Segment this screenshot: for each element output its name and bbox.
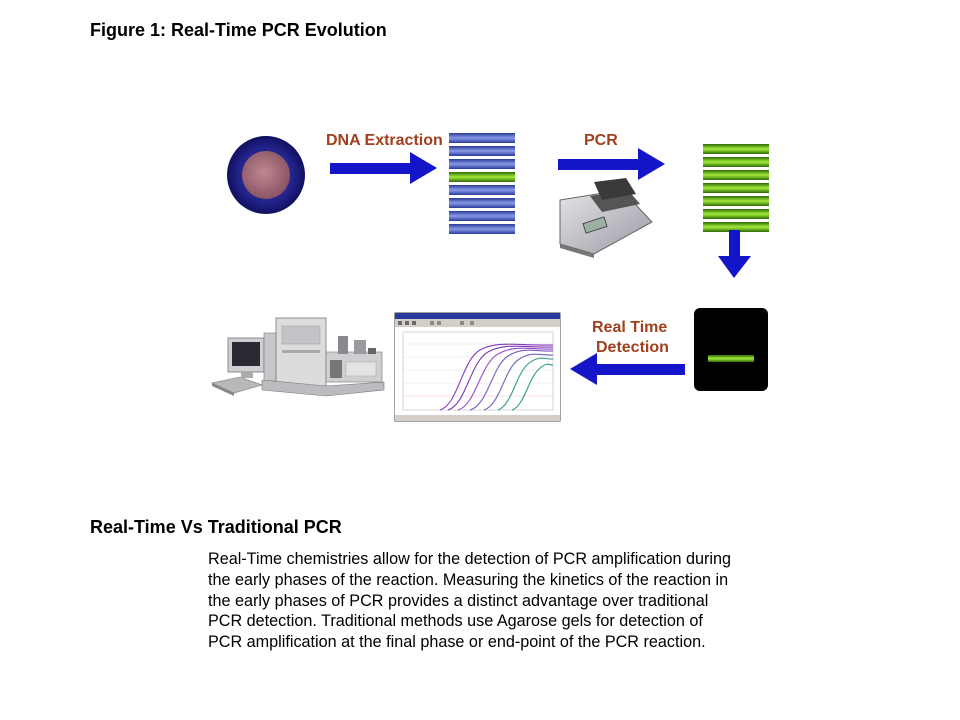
realtime-pcr-instrument-icon (211, 317, 385, 397)
cell-icon (227, 136, 305, 214)
arrow-left-icon (570, 353, 685, 385)
step-label-extraction: DNA Extraction (326, 132, 443, 149)
arrow-right-icon (330, 152, 437, 184)
body-line: the early phases of PCR provides a disti… (208, 591, 709, 610)
section-title: Real-Time Vs Traditional PCR (90, 517, 342, 537)
arrow-down-icon (718, 230, 751, 278)
amplified-dna-bands (703, 144, 769, 232)
section-body: Real-Time chemistries allow for the dete… (208, 549, 828, 653)
amplification-plot-screenshot (394, 312, 561, 422)
thermal-cycler-icon (559, 178, 653, 258)
step-label-detection-1: Real Time (592, 319, 667, 336)
figure-title: Figure 1: Real-Time PCR Evolution (90, 20, 387, 40)
detection-gel-icon (694, 308, 768, 391)
body-line: PCR detection. Traditional methods use A… (208, 612, 703, 631)
body-line: Real-Time chemistries allow for the dete… (208, 550, 732, 568)
step-label-detection-2: Detection (596, 339, 669, 356)
body-line: PCR amplification at the final phase or … (208, 633, 706, 652)
arrow-right-icon (558, 148, 665, 180)
step-label-pcr: PCR (584, 132, 618, 149)
body-line: the early phases of the reaction. Measur… (208, 570, 729, 589)
extracted-dna-bands (449, 133, 515, 234)
